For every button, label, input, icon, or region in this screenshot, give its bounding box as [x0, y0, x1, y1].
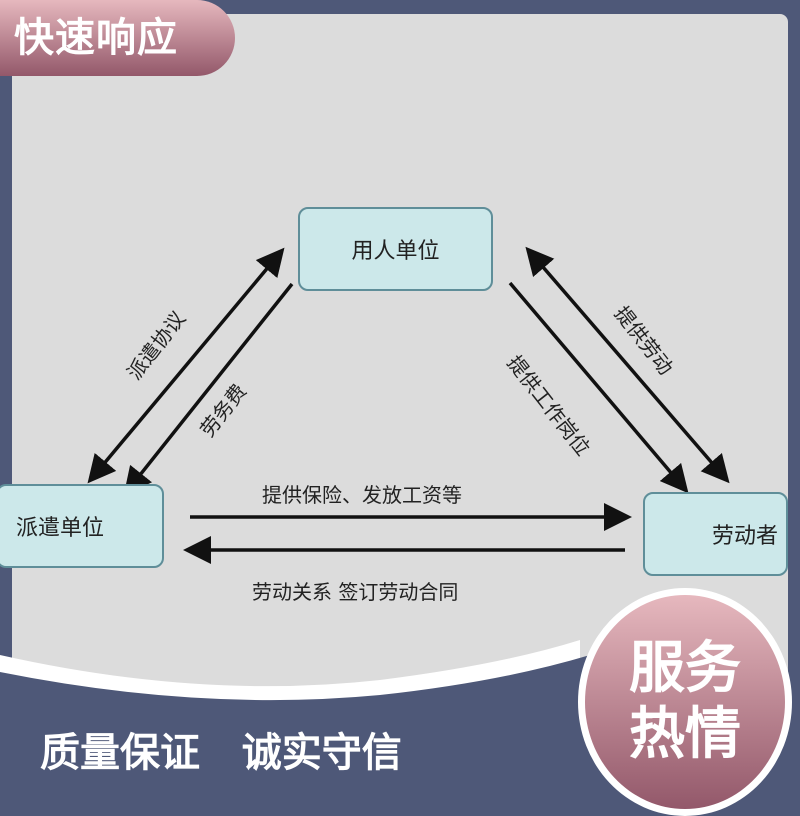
- arrow-dispatch-agreement: [87, 247, 285, 484]
- label-contract: 劳动关系 签订劳动合同: [252, 580, 459, 604]
- circle-line1: 服务: [629, 636, 741, 701]
- service-circle-badge: 服务 热情: [578, 588, 792, 816]
- slogan: 质量保证 诚实守信: [40, 730, 402, 776]
- node-employer: 用人单位: [298, 207, 493, 291]
- arrow-labor-fee: [123, 282, 294, 496]
- node-dispatcher: 派遣单位: [0, 484, 164, 568]
- arrow-provide-job: [508, 281, 689, 494]
- node-worker: 劳动者: [643, 492, 788, 576]
- label-insurance: 提供保险、发放工资等: [262, 483, 462, 507]
- arrow-provide-labor: [525, 246, 730, 484]
- quick-response-badge: 快速响应: [0, 0, 235, 76]
- blue-wave: [0, 655, 590, 800]
- circle-line2: 热情: [629, 702, 741, 767]
